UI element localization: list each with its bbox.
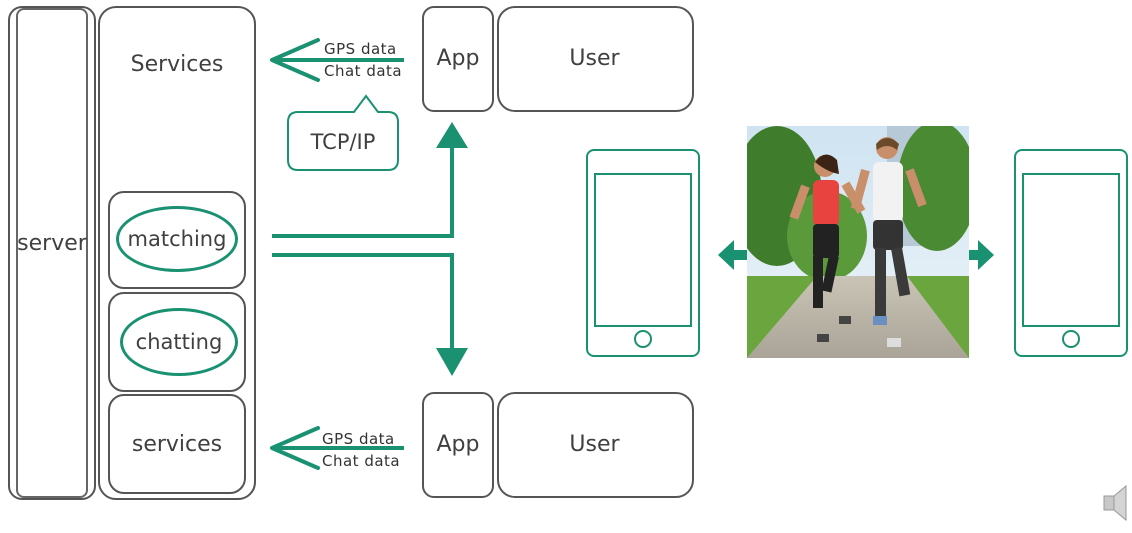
bottom-gps-text: GPS data — [322, 430, 395, 448]
chatting-ellipse: chatting — [120, 308, 238, 376]
top-chat-text: Chat data — [324, 62, 403, 80]
right-phone-home-button — [1062, 330, 1080, 348]
bottom-user-label: User — [569, 431, 620, 457]
top-gps-text: GPS data — [324, 40, 397, 58]
down-connector-head — [436, 348, 468, 376]
top-app-box — [422, 6, 494, 112]
top-app-label: App — [436, 45, 480, 71]
tcpip-label: TCP/IP — [310, 130, 376, 154]
server-inner-box — [16, 8, 88, 498]
left-photo-arrow-shaft — [734, 250, 750, 260]
services-label: Services — [130, 51, 224, 77]
left-phone-home-button — [634, 330, 652, 348]
up-connector-line — [272, 146, 454, 238]
services-module-label: services — [131, 431, 223, 457]
services-module — [108, 394, 246, 494]
top-user-box — [497, 6, 694, 112]
speaker-icon[interactable] — [1103, 484, 1127, 522]
right-photo-arrow-head — [978, 240, 994, 270]
top-user-label: User — [569, 45, 620, 71]
server-label: server — [17, 230, 87, 256]
left-photo-arrow-head — [718, 240, 734, 270]
right-phone-screen — [1022, 173, 1120, 327]
down-connector-line — [272, 253, 454, 348]
bottom-data-arrow-head — [270, 426, 320, 470]
bottom-user-box — [497, 392, 694, 498]
bottom-chat-text: Chat data — [322, 452, 401, 470]
right-phone-icon — [1014, 149, 1128, 357]
right-photo-arrow-shaft — [966, 250, 980, 260]
up-connector-head — [436, 122, 468, 148]
top-data-arrow-head — [270, 38, 320, 82]
bottom-app-label: App — [436, 431, 480, 457]
left-phone-icon — [586, 149, 700, 357]
left-phone-screen — [594, 173, 692, 327]
bottom-app-box — [422, 392, 494, 498]
runners-photo — [747, 126, 969, 358]
tcpip-callout-shape — [287, 94, 399, 171]
matching-ellipse: matching — [116, 206, 238, 272]
